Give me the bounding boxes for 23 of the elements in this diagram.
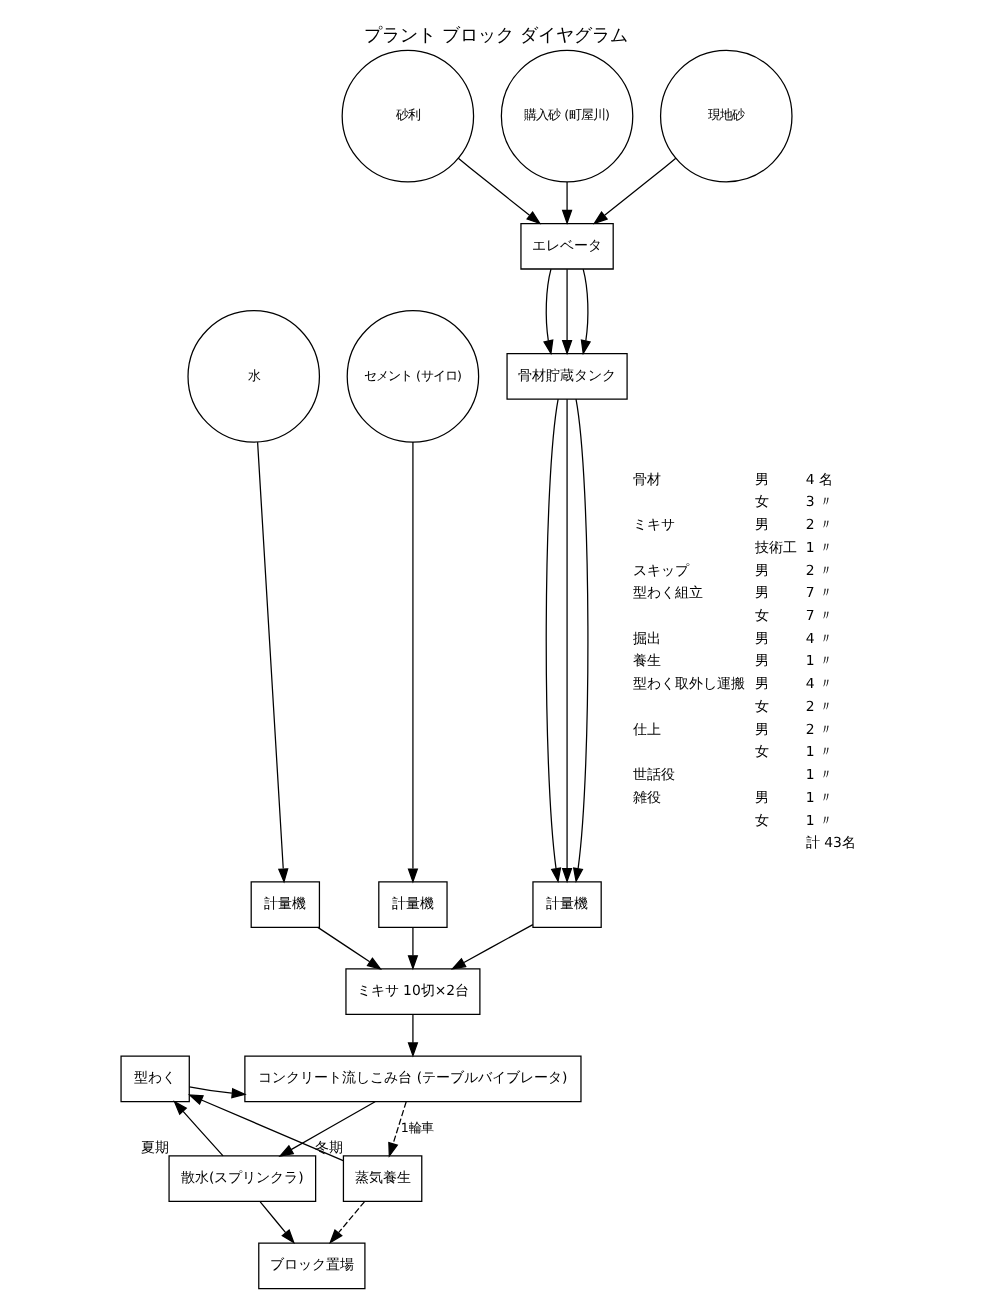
arrow [561, 268, 573, 356]
arrow [543, 268, 554, 356]
arrow [278, 1101, 376, 1157]
arrow [329, 1201, 365, 1245]
arrow [407, 926, 419, 971]
arrow [592, 157, 677, 225]
arrow [187, 1094, 344, 1162]
arrow [188, 1086, 247, 1099]
arrow [580, 268, 592, 356]
arrow [173, 1100, 224, 1157]
arrow [256, 441, 289, 884]
arrow [407, 1014, 419, 1058]
arrow [407, 441, 419, 884]
arrow [561, 398, 573, 884]
diagram-title: プラント ブロック ダイヤグラム [364, 26, 628, 47]
arrow [388, 1101, 407, 1158]
arrow [572, 398, 589, 884]
arrow [545, 398, 562, 884]
arrow [259, 1201, 295, 1245]
arrow [450, 923, 534, 970]
arrow [317, 926, 383, 970]
arrow [457, 157, 542, 225]
arrow [561, 181, 573, 225]
